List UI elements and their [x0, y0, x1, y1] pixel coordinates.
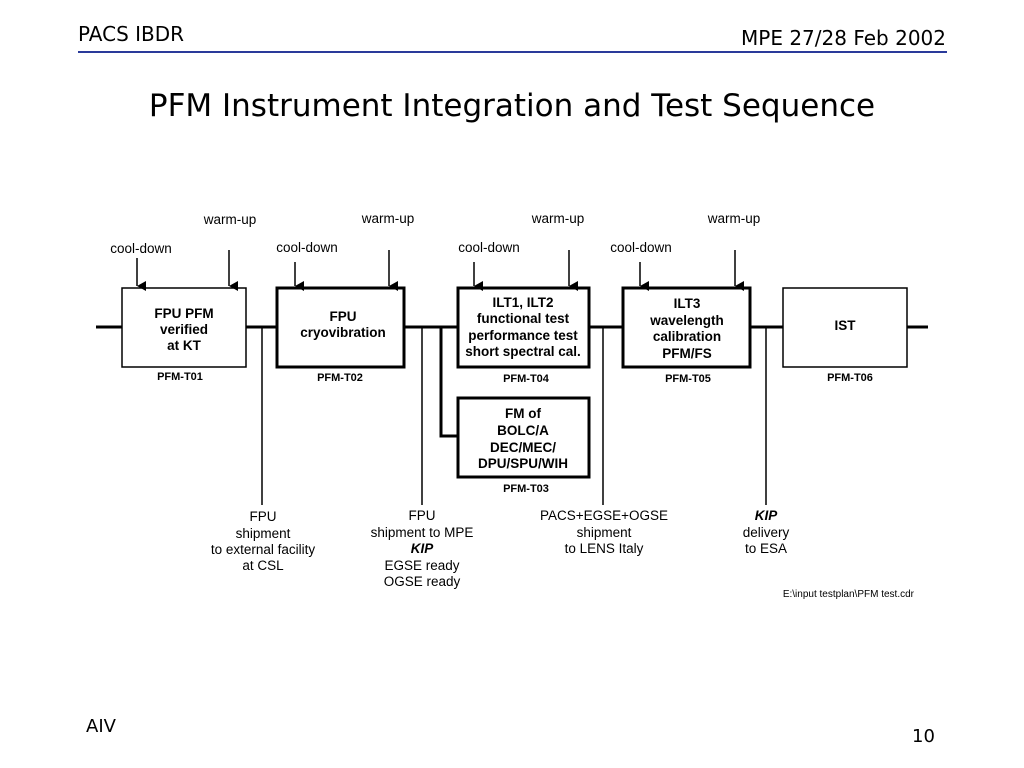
branch-connector — [439, 327, 458, 438]
note-mpe-line-3: KIP — [411, 541, 435, 556]
note-csl-line-4: at CSL — [242, 558, 284, 573]
note-csl-line-2: shipment — [236, 526, 291, 541]
note-mpe-line-1: FPU — [409, 508, 436, 523]
note-csl-line-1: FPU — [250, 509, 277, 524]
box-fm-of-line-2: BOLC/A — [497, 423, 549, 438]
box-ilt3-line-3: calibration — [653, 329, 721, 344]
box-ilt1-ilt2-line-3: performance test — [468, 328, 578, 343]
footer-left: AIV — [86, 716, 116, 737]
code-pfm-t06: PFM-T06 — [827, 372, 873, 384]
file-path: E:\input testplan\PFM test.cdr — [783, 589, 915, 600]
note-lens-line-3: to LENS Italy — [565, 541, 644, 556]
box-cryovibration-line-2: cryovibration — [300, 325, 386, 340]
page-number: 10 — [912, 726, 935, 747]
note-lens-line-2: shipment — [577, 525, 632, 540]
note-esa-line-2: delivery — [743, 525, 790, 540]
note-mpe-line-5: OGSE ready — [384, 574, 461, 589]
label-cool-down-3: cool-down — [458, 240, 520, 255]
box-fm-of-line-4: DPU/SPU/WIH — [478, 456, 568, 471]
box-ist-line-1: IST — [834, 318, 856, 333]
box-ist — [782, 287, 908, 368]
note-mpe-line-4: EGSE ready — [384, 558, 459, 573]
code-pfm-t02: PFM-T02 — [317, 372, 363, 384]
code-pfm-t01: PFM-T01 — [157, 371, 203, 383]
box-ilt3-line-4: PFM/FS — [662, 346, 712, 361]
box-cryovibration — [275, 286, 406, 369]
code-pfm-t04: PFM-T04 — [503, 373, 550, 385]
header-left: PACS IBDR — [78, 22, 185, 46]
box-fpu-pfm-line-1: FPU PFM — [154, 306, 213, 321]
box-ilt3-line-1: ILT3 — [674, 296, 701, 311]
box-ilt1-ilt2-line-4: short spectral cal. — [465, 344, 581, 359]
header-rule — [78, 51, 947, 53]
note-mpe-line-2: shipment to MPE — [371, 525, 474, 540]
box-fm-of-line-3: DEC/MEC/ — [490, 440, 556, 455]
box-cryovibration-line-1: FPU — [330, 309, 357, 324]
box-fpu-pfm-line-3: at KT — [167, 338, 202, 353]
label-warm-up-1: warm-up — [203, 212, 257, 227]
box-fm-of-line-1: FM of — [505, 406, 541, 421]
note-esa-line-1: KIP — [755, 508, 779, 523]
box-ilt3-line-2: wavelength — [649, 313, 724, 328]
box-fpu-pfm — [121, 287, 247, 368]
box-ilt1-ilt2-line-2: functional test — [477, 311, 570, 326]
label-warm-up-2: warm-up — [361, 211, 415, 226]
label-cool-down-4: cool-down — [610, 240, 672, 255]
slide-title: PFM Instrument Integration and Test Sequ… — [148, 88, 876, 124]
note-esa-line-3: to ESA — [745, 541, 787, 556]
box-ilt3 — [621, 286, 752, 369]
note-csl-line-3: to external facility — [211, 542, 316, 557]
box-fpu-pfm-line-2: verified — [160, 322, 208, 337]
label-warm-up-3: warm-up — [531, 211, 585, 226]
label-cool-down-2: cool-down — [276, 240, 338, 255]
box-ilt1-ilt2-line-1: ILT1, ILT2 — [492, 295, 553, 310]
code-pfm-t03: PFM-T03 — [503, 483, 549, 495]
box-fm-of — [456, 396, 591, 479]
code-pfm-t05: PFM-T05 — [665, 373, 711, 385]
box-ilt1-ilt2 — [456, 286, 591, 369]
label-warm-up-4: warm-up — [707, 211, 761, 226]
label-cool-down-1: cool-down — [110, 241, 172, 256]
header-right: MPE 27/28 Feb 2002 — [741, 26, 946, 50]
note-lens-line-1: PACS+EGSE+OGSE — [540, 508, 668, 523]
